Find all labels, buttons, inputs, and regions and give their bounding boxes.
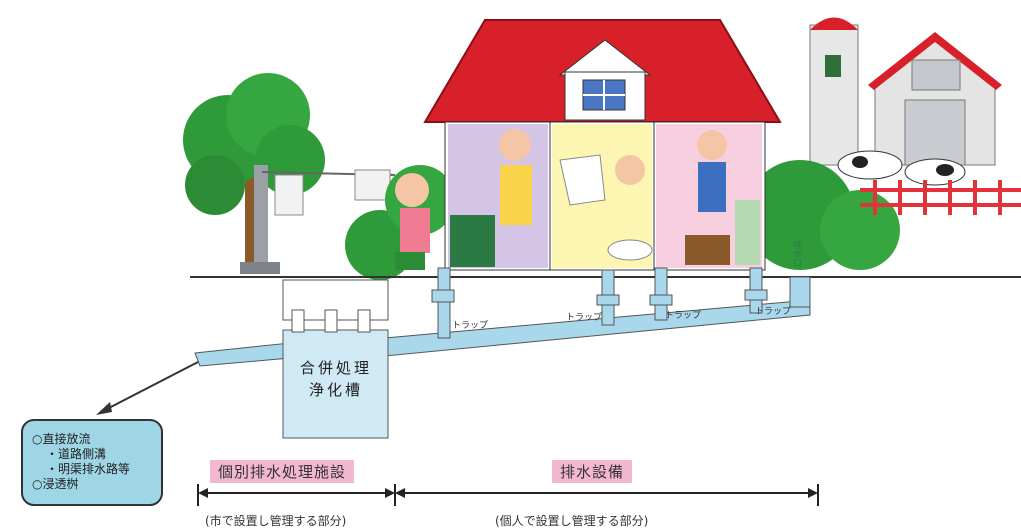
tank-label: 合併処理 浄化槽	[292, 357, 380, 401]
trap-label-3: トラップ	[665, 311, 702, 321]
clothesline	[240, 165, 396, 274]
septic-tank	[282, 329, 389, 439]
tank-label-line2: 浄化槽	[308, 381, 363, 399]
section-label-individual: 個別排水処理施設	[210, 460, 355, 483]
section-note-individual: (市で設置し管理する部分)	[205, 514, 347, 528]
barn	[809, 17, 1002, 166]
trap-label-2: トラップ	[566, 313, 603, 323]
fence	[860, 180, 1021, 215]
discharge-line3: ・明渠排水路等	[46, 462, 131, 476]
tank-label-line1: 合併処理	[299, 359, 372, 377]
discharge-box-text: ○直接放流 ・道路側溝 ・明渠排水路等 ○浸透桝	[32, 432, 130, 492]
house	[423, 19, 782, 271]
trap-label-4: トラップ	[755, 307, 792, 317]
discharge-line2: ・道路側溝	[46, 447, 107, 461]
section-dimension-lines	[197, 484, 819, 506]
girl	[395, 173, 430, 270]
drain-outlet-label: 排水口	[791, 240, 801, 267]
discharge-arrow	[104, 361, 199, 411]
trap-label-1: トラップ	[452, 321, 489, 331]
section-note-drainage: (個人で設置し管理する部分)	[495, 514, 649, 528]
discharge-box	[21, 419, 163, 506]
discharge-line4: ○浸透桝	[32, 477, 79, 491]
cows	[837, 150, 966, 186]
section-label-drainage: 排水設備	[552, 460, 633, 483]
discharge-line1: ○直接放流	[32, 432, 91, 446]
